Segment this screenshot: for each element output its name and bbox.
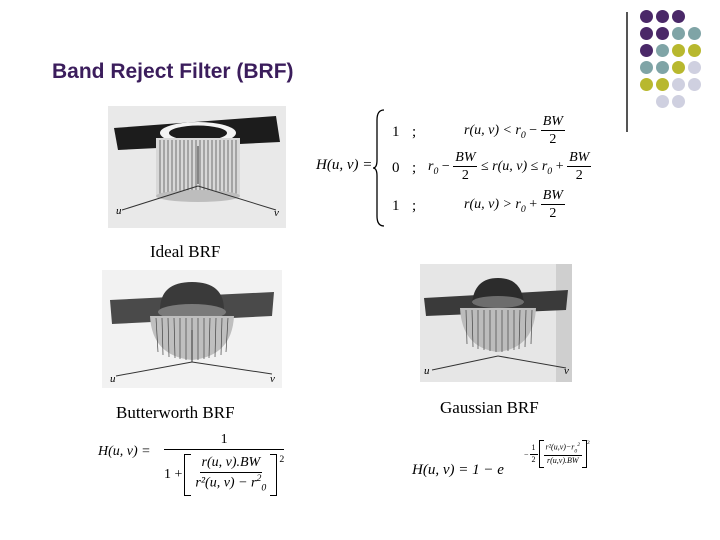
ideal-axis-u: u [116, 205, 122, 217]
ideal-eq-row1-value: 1 [392, 124, 400, 140]
decorative-dot [688, 78, 701, 91]
decorative-dot-grid [640, 10, 720, 120]
ideal-axis-v: v [274, 207, 279, 219]
ideal-brf-plot: u v [108, 106, 286, 228]
decorative-dot [672, 10, 685, 23]
decorative-dot [672, 78, 685, 91]
decorative-dot [640, 10, 653, 23]
decorative-dot [656, 27, 669, 40]
decorative-dot [656, 78, 669, 91]
decorative-dot [640, 44, 653, 57]
decorative-dot [688, 61, 701, 74]
butterworth-brf-caption: Butterworth BRF [116, 403, 235, 422]
slide-title: Band Reject Filter (BRF) [52, 60, 294, 83]
ideal-eq-row2-sep: ; [412, 160, 417, 176]
ideal-eq-row1-sep: ; [412, 124, 417, 140]
decorative-dot [656, 61, 669, 74]
butterworth-axis-u: u [110, 373, 116, 385]
decorative-dot [688, 44, 701, 57]
decorative-dot [672, 95, 685, 108]
decorative-dot [672, 27, 685, 40]
ideal-eq-lhs: H(u, v) = [316, 157, 373, 173]
ideal-brf-caption: Ideal BRF [150, 242, 221, 261]
decorative-dot [640, 61, 653, 74]
decorative-dot [672, 61, 685, 74]
gaussian-brf-caption: Gaussian BRF [440, 398, 539, 417]
decorative-dot [688, 27, 701, 40]
ideal-eq-row3-value: 1 [392, 198, 400, 214]
gaussian-brf-plot: u v [420, 264, 572, 382]
decorative-dot [656, 10, 669, 23]
ideal-eq-row2-value: 0 [392, 160, 400, 176]
butterworth-brf-plot: u v [102, 270, 282, 388]
decorative-dot [656, 44, 669, 57]
decorative-divider [626, 12, 628, 132]
equation-left-brace [372, 109, 385, 227]
gaussian-axis-v: v [564, 365, 569, 377]
ideal-eq-row3-sep: ; [412, 198, 417, 214]
decorative-dot [640, 27, 653, 40]
decorative-dot [640, 78, 653, 91]
gaussian-axis-u: u [424, 365, 430, 377]
decorative-dot [672, 44, 685, 57]
decorative-dot [656, 95, 669, 108]
butterworth-axis-v: v [270, 373, 275, 385]
